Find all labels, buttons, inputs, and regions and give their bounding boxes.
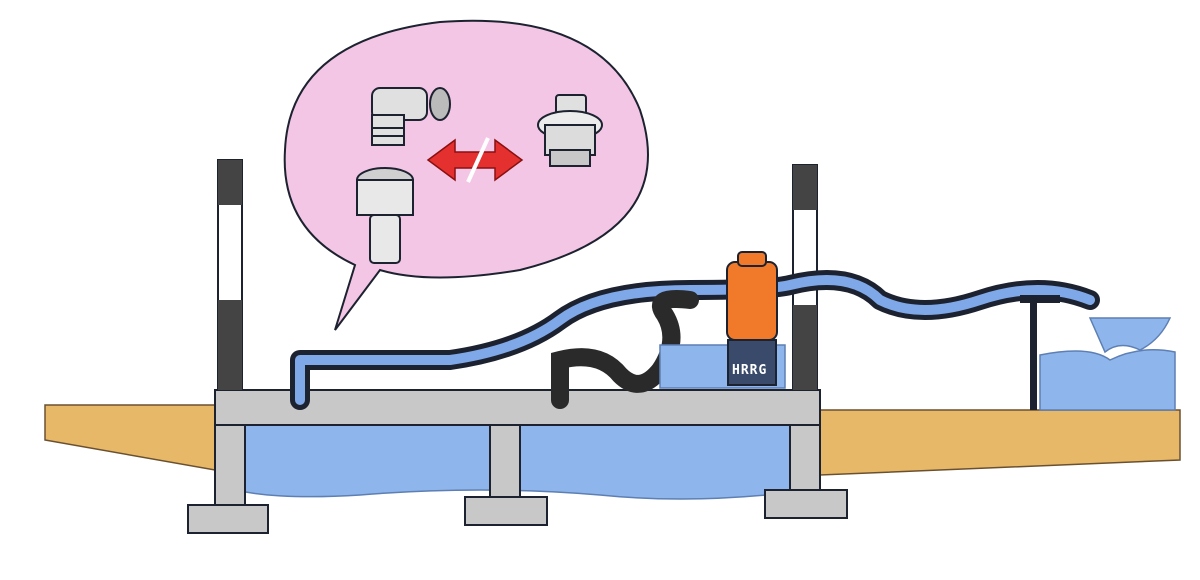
left-footing xyxy=(187,504,269,534)
pit-water xyxy=(234,419,811,500)
foundation xyxy=(187,389,848,534)
submersible-pump: HRRG xyxy=(726,251,778,386)
ground-right xyxy=(819,409,1181,476)
elbow-fitting-icon xyxy=(371,87,451,146)
right-footing xyxy=(764,489,848,519)
foundation-slab xyxy=(214,389,821,426)
right-wall xyxy=(789,424,821,496)
left-wall xyxy=(214,424,246,511)
ground-left xyxy=(44,404,216,471)
strainer-fitting-icon xyxy=(356,167,414,264)
pump-body xyxy=(726,261,778,341)
center-footing xyxy=(464,496,548,526)
hose-support-stand xyxy=(1020,295,1060,410)
plug-fitting-icon xyxy=(537,94,603,167)
discharge-spray xyxy=(1088,317,1172,354)
pump-handle xyxy=(737,251,767,267)
center-column xyxy=(489,424,521,501)
swap-arrow-icon xyxy=(426,137,524,183)
outflow-water xyxy=(1039,349,1176,411)
pump-label: HRRG xyxy=(732,363,767,378)
fitting-callout-bubble xyxy=(283,19,649,331)
